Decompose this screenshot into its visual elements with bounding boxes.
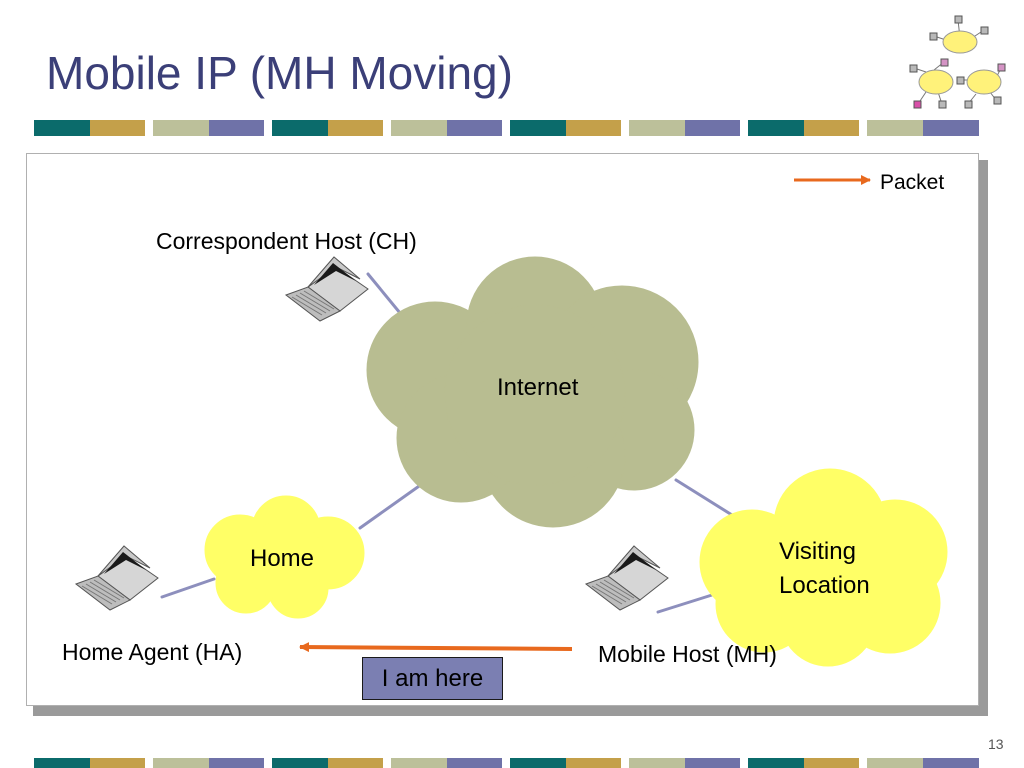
- home-cloud: [204, 495, 365, 619]
- visiting-label-line-1: Visiting: [779, 538, 856, 565]
- laptop-icon-ha: [74, 545, 159, 611]
- laptop-icon-mh: [584, 545, 669, 611]
- slide-title: Mobile IP (MH Moving): [46, 47, 513, 99]
- link-internet-visiting: [674, 478, 742, 522]
- decor-stripe-top: [34, 120, 984, 136]
- decor-stripe-bottom: [34, 758, 984, 768]
- visiting-location-label: Visiting Location: [779, 535, 870, 603]
- internet-cloud: [366, 256, 699, 528]
- link-ha-home: [160, 577, 216, 599]
- legend-label: Packet: [880, 171, 945, 194]
- home-agent-label: Home Agent (HA): [62, 639, 243, 665]
- visiting-location-cloud: [699, 468, 948, 667]
- link-internet-home: [358, 482, 424, 530]
- link-mh-visiting: [656, 593, 714, 614]
- correspondent-host-label: Correspondent Host (CH): [156, 228, 417, 254]
- internet-label: Internet: [497, 374, 579, 401]
- home-label: Home: [250, 545, 315, 572]
- page-number: 13: [988, 736, 1004, 752]
- visiting-label-line-2: Location: [779, 572, 870, 600]
- mobile-host-label: Mobile Host (MH): [598, 641, 777, 667]
- packet-arrow-mh-to-ha: [299, 642, 573, 653]
- i-am-here-message-box: I am here: [362, 657, 503, 700]
- laptop-icon-ch: [284, 256, 369, 322]
